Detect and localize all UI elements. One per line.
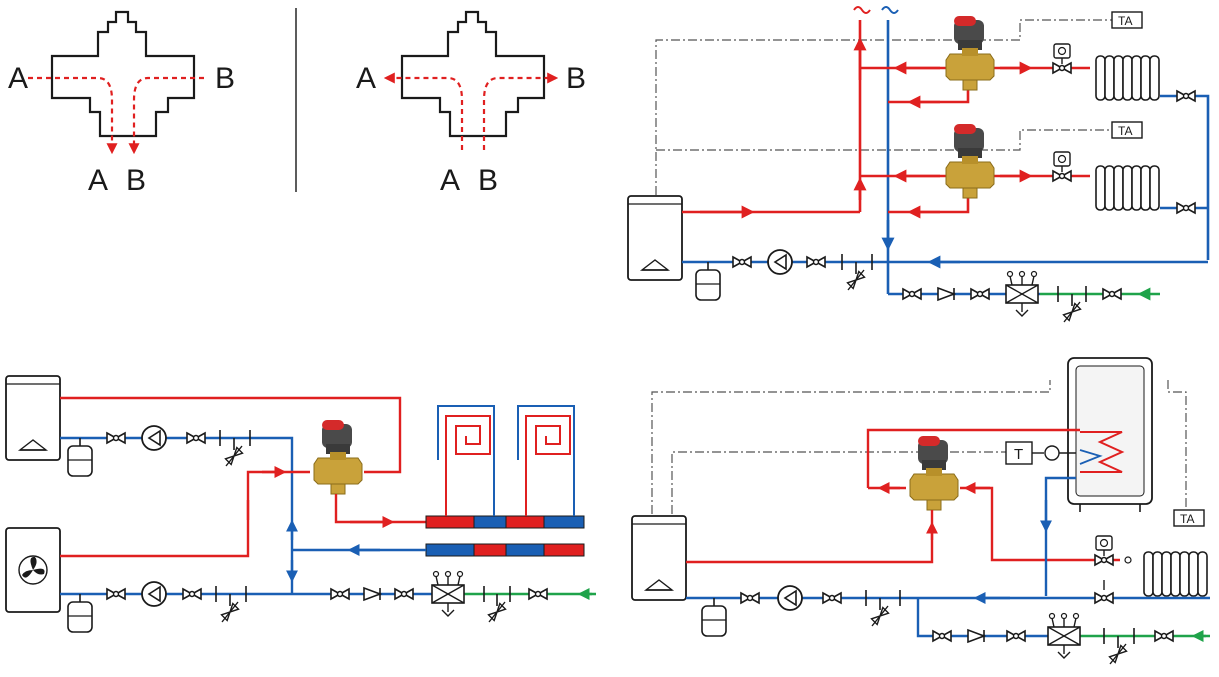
boiler-icon <box>627 195 683 281</box>
port-b-label-diverting: B <box>566 62 586 95</box>
check-valve-icon <box>967 629 985 643</box>
ball-valve-icon <box>106 432 126 444</box>
thermostat-box <box>1173 509 1205 527</box>
pump-icon <box>777 585 803 611</box>
thermostat-label-1: TA <box>1118 14 1132 28</box>
drain-valve-icon <box>487 593 507 623</box>
thermostatic-head-icon <box>1095 535 1113 557</box>
pump-icon <box>767 249 793 275</box>
ball-valve-icon <box>394 588 414 600</box>
fan-icon <box>22 556 45 578</box>
radiator-system-schematic: TA TA <box>627 6 1210 323</box>
ball-valve-icon <box>970 288 990 300</box>
ball-valve-icon <box>1094 554 1114 566</box>
pump-icon <box>141 425 167 451</box>
hot-water-tank-icon <box>1067 357 1153 512</box>
drain-valve-icon <box>870 597 890 627</box>
ball-valve-icon <box>186 432 206 444</box>
drain-valve-icon <box>1108 635 1128 665</box>
pressure-reducer-icon <box>431 570 465 617</box>
boiler-icon <box>5 375 61 461</box>
port-a-label-diverting: A <box>356 62 376 95</box>
thermostat-label-2: TA <box>1118 124 1132 138</box>
port-ab-a-label: A <box>88 164 108 197</box>
ball-valve-icon <box>182 588 202 600</box>
floor-heating-loop-icon <box>437 405 575 516</box>
three-way-valve-icon <box>909 435 959 511</box>
lockshield-valve-icon <box>1176 90 1196 102</box>
pressure-reducer-icon <box>1005 270 1039 317</box>
drain-valve-icon <box>846 261 866 291</box>
thermostatic-head-icon <box>1053 43 1071 65</box>
radiator-icon <box>1143 551 1208 597</box>
ball-valve-icon <box>106 588 126 600</box>
ball-valve-icon <box>1052 62 1072 74</box>
check-valve-icon <box>937 287 955 301</box>
three-way-valve-icon <box>945 123 995 199</box>
drain-valve-icon <box>1062 293 1082 323</box>
ball-valve-icon <box>330 588 350 600</box>
ball-valve-icon <box>1102 288 1122 300</box>
valve-flow-diagrams: A B A B A B A B <box>8 8 586 197</box>
ball-valve-icon <box>822 592 842 604</box>
radiator-icon <box>1095 55 1160 101</box>
ball-valve-icon <box>1052 170 1072 182</box>
ball-valve-icon <box>732 256 752 268</box>
expansion-tank-icon <box>67 437 93 477</box>
check-valve-icon <box>363 587 381 601</box>
sensor-label: T <box>1014 446 1023 463</box>
hot-water-system-schematic: T TA <box>631 357 1210 665</box>
ball-valve-icon <box>932 630 952 642</box>
port-ab-a-label-diverting: A <box>440 164 460 197</box>
pump-icon <box>141 581 167 607</box>
drain-valve-icon <box>224 437 244 467</box>
expansion-tank-icon <box>701 597 727 637</box>
thermostat-label-3: TA <box>1180 512 1194 526</box>
lockshield-valve-icon <box>1094 592 1114 604</box>
ball-valve-icon <box>1006 630 1026 642</box>
expansion-tank-icon <box>67 593 93 633</box>
ball-valve-icon <box>528 588 548 600</box>
floor-heating-schematic <box>5 375 596 633</box>
ball-valve-icon <box>1154 630 1174 642</box>
valve-body-mixing <box>50 10 196 138</box>
lockshield-valve-icon <box>1176 202 1196 214</box>
thermostatic-head-icon <box>1053 151 1071 173</box>
three-way-valve-icon <box>945 15 995 91</box>
manifold-icon <box>425 515 585 557</box>
thermostat-box <box>1111 11 1143 29</box>
ball-valve-icon <box>806 256 826 268</box>
port-ab-b-label: B <box>126 164 146 197</box>
drain-valve-icon <box>220 593 240 623</box>
ball-valve-icon <box>740 592 760 604</box>
ball-valve-icon <box>902 288 922 300</box>
thermostat-box <box>1111 121 1143 139</box>
valve-body-diverting <box>400 10 546 138</box>
radiator-icon <box>1095 165 1160 211</box>
port-a-label: A <box>8 62 28 95</box>
three-way-valve-icon <box>313 419 363 495</box>
expansion-tank-icon <box>695 261 721 301</box>
pressure-reducer-icon <box>1047 612 1081 659</box>
port-ab-b-label-diverting: B <box>478 164 498 197</box>
boiler-icon <box>631 515 687 601</box>
port-b-label: B <box>215 62 235 95</box>
